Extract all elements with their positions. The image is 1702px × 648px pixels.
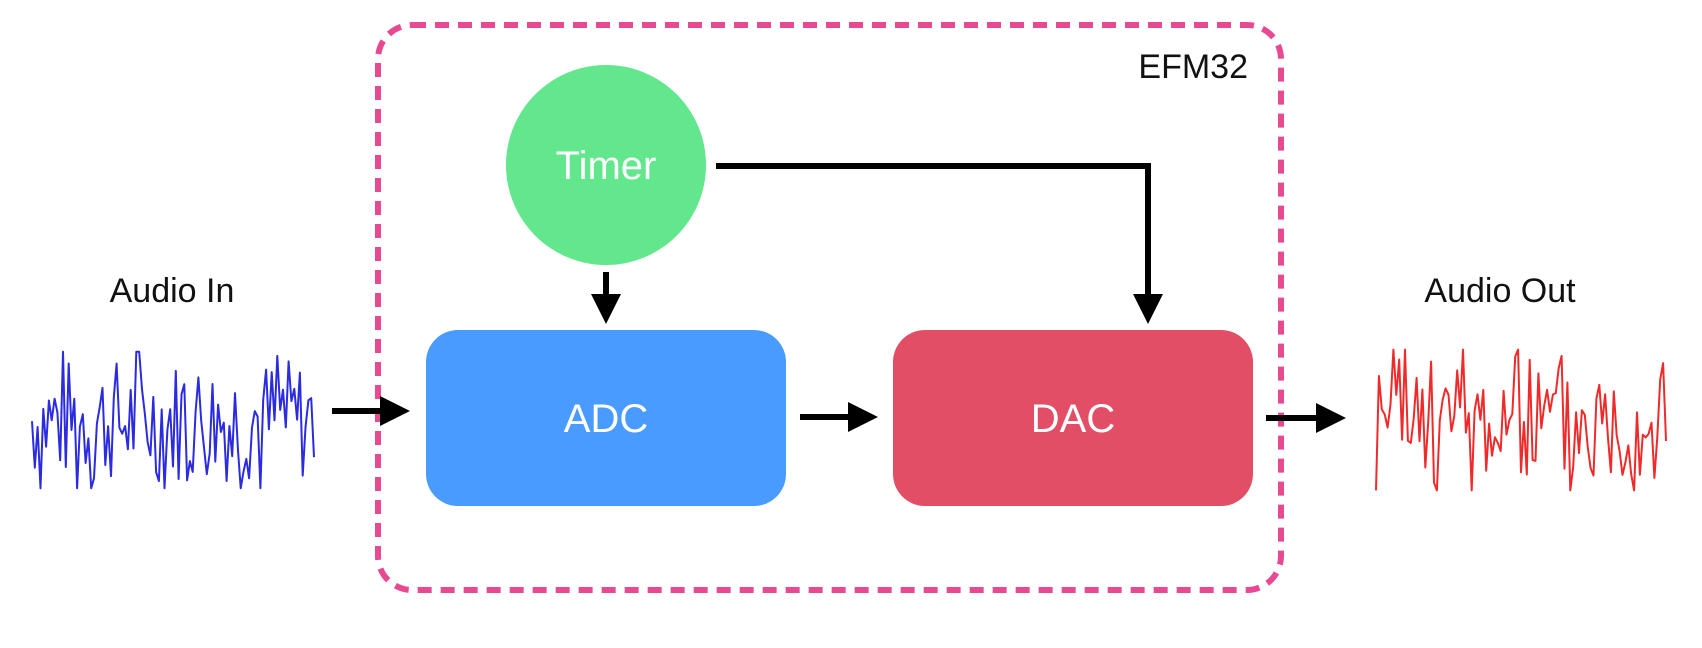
- timer-label: Timer: [556, 144, 657, 188]
- audio-out-label: Audio Out: [1424, 272, 1576, 310]
- adc-block: [426, 330, 786, 506]
- waveform-icon: [31, 350, 315, 490]
- adc-label: ADC: [564, 397, 648, 441]
- waveform-icon: [1375, 348, 1667, 492]
- audio-in-label: Audio In: [110, 272, 235, 310]
- dac-label: DAC: [1031, 397, 1115, 441]
- chip-label: EFM32: [1138, 48, 1248, 86]
- arrow-timer-to-dac: [716, 163, 1163, 324]
- dac-block: [893, 330, 1253, 506]
- timer-node: [506, 65, 706, 265]
- chip-boundary: [375, 22, 1284, 593]
